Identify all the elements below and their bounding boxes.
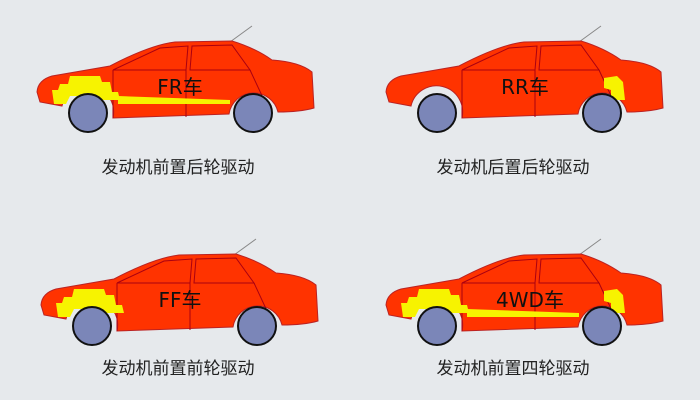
caption-rr: 发动机后置后轮驱动 bbox=[436, 158, 590, 178]
car-rr: RR车 bbox=[385, 25, 664, 133]
car-tag-fr: FR车 bbox=[157, 75, 202, 99]
car-ff: FF车 bbox=[40, 238, 319, 346]
car-fr: FR车 bbox=[36, 25, 315, 133]
caption-fr: 发动机前置后轮驱动 bbox=[101, 158, 255, 178]
car-4wd: 4WD车 bbox=[385, 238, 664, 346]
car-tag-ff: FF车 bbox=[158, 288, 201, 312]
caption-4wd: 发动机前置四轮驱动 bbox=[436, 359, 590, 379]
car-tag-rr: RR车 bbox=[501, 75, 549, 99]
caption-ff: 发动机前置前轮驱动 bbox=[101, 359, 255, 379]
car-tag-4wd: 4WD车 bbox=[496, 288, 564, 312]
